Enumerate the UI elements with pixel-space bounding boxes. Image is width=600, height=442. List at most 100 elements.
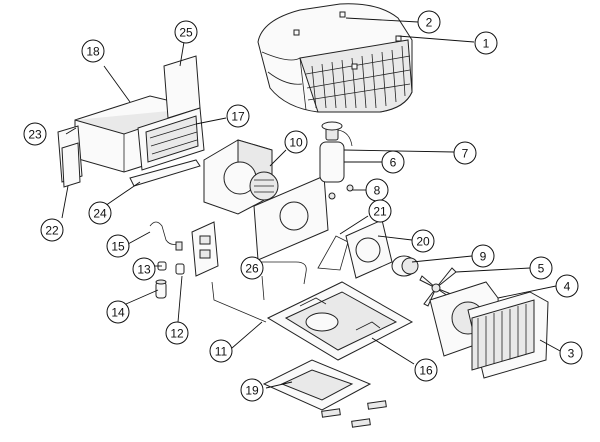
callout-10: 10 <box>284 130 308 154</box>
callout-circle <box>81 39 105 63</box>
condenser-coil <box>467 291 549 379</box>
shroud-cover <box>257 3 413 113</box>
capacitor-large <box>155 279 167 299</box>
callout-circle <box>226 104 250 128</box>
callout-label: 11 <box>215 345 228 359</box>
callout-label: 13 <box>137 263 151 277</box>
callout-circle <box>471 244 495 268</box>
callout-13: 13 <box>132 257 156 281</box>
gasket-strip <box>351 418 371 428</box>
callout-label: 22 <box>45 224 59 238</box>
callout-label: 6 <box>390 156 397 170</box>
callout-label: 2 <box>426 16 433 30</box>
callout-label: 21 <box>373 205 387 219</box>
callout-15: 15 <box>106 234 130 258</box>
callout-circle <box>559 341 583 365</box>
compressor-grommet <box>328 192 336 200</box>
shroud-screw <box>293 29 300 36</box>
gasket-strip <box>367 400 387 410</box>
callout-circle <box>555 274 579 298</box>
callout-2: 2 <box>417 10 441 34</box>
callout-7: 7 <box>453 141 477 165</box>
callout-18: 18 <box>81 39 105 63</box>
callout-circle <box>88 201 112 225</box>
control-box <box>191 221 267 323</box>
gasket-strip <box>321 408 341 418</box>
callout-label: 16 <box>419 364 433 378</box>
shroud-screw <box>351 63 358 70</box>
callout-19: 19 <box>240 378 264 402</box>
callout-17: 17 <box>226 104 250 128</box>
heater-bracket <box>129 159 201 187</box>
callout-circle <box>417 10 441 34</box>
shroud-screw <box>339 11 346 18</box>
callout-label: 12 <box>170 327 184 341</box>
roof-gasket <box>262 359 387 428</box>
fan-shroud-bracket <box>317 235 349 271</box>
callout-label: 23 <box>28 128 42 142</box>
callout-label: 5 <box>538 262 545 276</box>
callout-14: 14 <box>106 300 130 324</box>
callout-label: 18 <box>86 45 100 59</box>
condenser-fan-blade <box>419 267 457 307</box>
callout-circle <box>414 358 438 382</box>
callout-label: 4 <box>564 280 571 294</box>
callout-label: 25 <box>179 26 193 40</box>
callout-label: 26 <box>245 262 259 276</box>
side-access-panel <box>61 142 81 188</box>
callout-8: 8 <box>365 178 389 202</box>
callout-6: 6 <box>381 150 405 174</box>
shroud-screw <box>395 35 402 42</box>
compressor <box>319 121 354 200</box>
callout-label: 14 <box>111 306 125 320</box>
callout-circle <box>174 20 198 44</box>
callout-22: 22 <box>40 218 64 242</box>
callout-5: 5 <box>529 256 553 280</box>
fan-motor <box>391 255 419 277</box>
callout-11: 11 <box>209 339 233 363</box>
callout-label: 7 <box>462 147 469 161</box>
callout-circle <box>240 256 264 280</box>
callout-circle <box>165 321 189 345</box>
callout-label: 24 <box>93 207 107 221</box>
fan-motor-plate <box>345 219 393 279</box>
callout-25: 25 <box>174 20 198 44</box>
callout-21: 21 <box>368 199 392 223</box>
base-pan <box>266 281 414 361</box>
callout-circle <box>106 234 130 258</box>
callout-circle <box>132 257 156 281</box>
callout-9: 9 <box>471 244 495 268</box>
callout-label: 20 <box>416 235 430 249</box>
callout-circle <box>453 141 477 165</box>
callout-label: 9 <box>480 250 487 264</box>
callout-16: 16 <box>414 358 438 382</box>
wire-harness <box>149 221 183 251</box>
housing-back-panel <box>163 55 201 119</box>
callout-20: 20 <box>411 229 435 253</box>
callout-label: 19 <box>245 384 259 398</box>
callout-circle <box>381 150 405 174</box>
callout-23: 23 <box>23 122 47 146</box>
callout-circle <box>411 229 435 253</box>
callout-circle <box>284 130 308 154</box>
leader-lines <box>61 17 563 389</box>
callout-label: 8 <box>374 184 381 198</box>
callout-circle <box>240 378 264 402</box>
callout-3: 3 <box>559 341 583 365</box>
callout-circle <box>106 300 130 324</box>
callout-26: 26 <box>240 256 264 280</box>
callout-1: 1 <box>474 31 498 55</box>
callout-circle <box>40 218 64 242</box>
callout-label: 17 <box>231 110 245 124</box>
callout-24: 24 <box>88 201 112 225</box>
capacitor-small <box>175 263 185 275</box>
bulkhead-plate <box>253 175 329 261</box>
callout-12: 12 <box>165 321 189 345</box>
heater-assembly <box>129 107 205 187</box>
blower-housing <box>203 139 279 215</box>
callout-circle <box>474 31 498 55</box>
callout-label: 10 <box>289 136 303 150</box>
callout-label: 1 <box>483 37 490 51</box>
